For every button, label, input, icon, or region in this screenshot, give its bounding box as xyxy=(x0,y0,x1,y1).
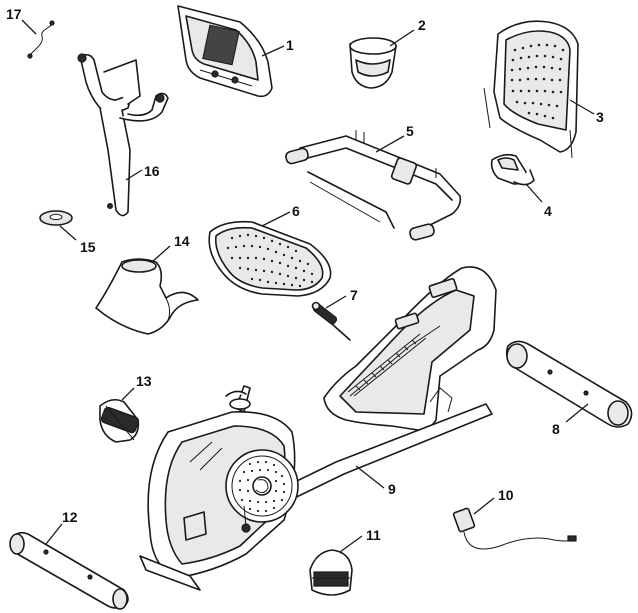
label-13: 13 xyxy=(136,373,152,389)
leader-1 xyxy=(262,46,284,56)
label-12: 12 xyxy=(62,509,78,525)
part-3-seat-back xyxy=(484,21,578,158)
leader-10 xyxy=(474,498,494,514)
part-4-seat-adjust-handle xyxy=(492,155,534,185)
part-1-console xyxy=(178,6,272,96)
label-11: 11 xyxy=(366,527,381,543)
leader-7 xyxy=(326,296,346,308)
part-2-cup-holder xyxy=(350,38,396,88)
part-13-pedal xyxy=(100,400,140,442)
label-8: 8 xyxy=(552,421,560,437)
part-16-handlebar-post xyxy=(78,54,168,216)
leader-17 xyxy=(22,20,36,34)
label-9: 9 xyxy=(388,481,396,497)
part-17-wire xyxy=(28,21,54,58)
leader-15 xyxy=(60,226,76,240)
leader-9 xyxy=(356,466,384,488)
label-1: 1 xyxy=(286,37,294,53)
part-5-seat-frame xyxy=(285,130,461,241)
leader-11 xyxy=(340,536,362,552)
part-6-seat-bottom xyxy=(209,222,330,296)
part-10-power-adapter xyxy=(453,508,576,549)
leader-13 xyxy=(122,388,134,400)
label-14: 14 xyxy=(174,233,190,249)
part-8-rear-stabilizer xyxy=(507,341,632,427)
leader-4 xyxy=(526,184,542,202)
label-2: 2 xyxy=(418,17,426,33)
part-9-main-frame xyxy=(140,267,496,590)
leader-6 xyxy=(262,212,290,226)
part-7-tool xyxy=(312,303,350,341)
leader-12 xyxy=(46,524,62,544)
label-6: 6 xyxy=(292,203,300,219)
leader-14 xyxy=(152,246,170,262)
part-14-shroud xyxy=(96,259,198,334)
part-15-washer xyxy=(40,211,72,225)
label-16: 16 xyxy=(144,163,160,179)
label-17: 17 xyxy=(6,6,22,22)
leader-5 xyxy=(376,136,404,152)
part-11-pedal xyxy=(310,550,352,595)
label-10: 10 xyxy=(498,487,514,503)
leader-8 xyxy=(566,404,588,422)
label-7: 7 xyxy=(350,287,358,303)
label-4: 4 xyxy=(544,203,552,219)
label-3: 3 xyxy=(596,109,604,125)
leader-2 xyxy=(390,30,414,46)
label-5: 5 xyxy=(406,123,414,139)
part-12-front-stabilizer xyxy=(10,533,128,609)
label-15: 15 xyxy=(80,239,96,255)
